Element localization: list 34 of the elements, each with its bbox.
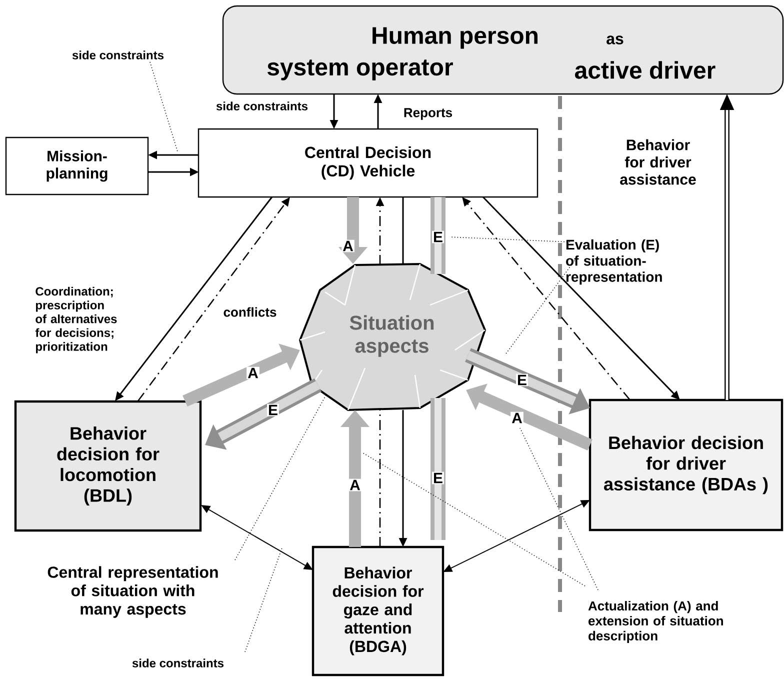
annotation-text: Central representation of situation with many aspects <box>48 566 218 618</box>
edge-label: A <box>348 478 362 492</box>
mission-planning-box: Mission-planning <box>5 136 149 196</box>
annotation-text: side constraints <box>132 658 224 668</box>
edge-label: A <box>510 412 524 424</box>
decision-box: Central Decision (CD) Vehicle <box>198 128 538 198</box>
edge-label: conflicts <box>224 307 276 317</box>
edge-label: side constraints <box>216 102 308 110</box>
situation-polygon: Situation aspects <box>298 263 486 412</box>
behavior-decision-box: Behavior decision for locomotion (BDL) <box>14 400 202 532</box>
leader-line <box>520 428 598 590</box>
leader-line <box>150 62 178 154</box>
annotation-text: Actualization (A) and extension of situation description <box>588 601 723 644</box>
edge-label: Coordination; prescription of alternatives for decisions; prioritization <box>35 286 117 354</box>
leader-line <box>244 548 282 652</box>
edge-label: E <box>432 472 444 484</box>
striped-band <box>430 197 446 274</box>
person-box: Human person as system operator active driver <box>222 5 784 95</box>
leader-line <box>504 256 578 356</box>
leader-line <box>450 236 570 242</box>
behavior-decision-box: Behavior decision for gaze and attention (BDGA) <box>312 546 444 676</box>
edge-label: A <box>246 366 260 380</box>
behavior-decision-box: Behavior decision for driver assistance (BDAs ) <box>588 398 784 532</box>
edge-label: Reports <box>404 108 452 120</box>
edge-label: Behavior for driver assistance <box>620 139 696 185</box>
edge-label: E <box>267 404 279 416</box>
edge-label: A <box>342 240 354 252</box>
edge-label: E <box>516 374 528 386</box>
leader-line <box>234 394 326 560</box>
edge-label: E <box>432 230 444 244</box>
striped-band <box>430 398 446 540</box>
leader-line <box>362 452 586 586</box>
annotation-text: side constraints <box>72 50 164 60</box>
annotation-text: Evaluation (E) of situation-representation <box>566 239 662 285</box>
